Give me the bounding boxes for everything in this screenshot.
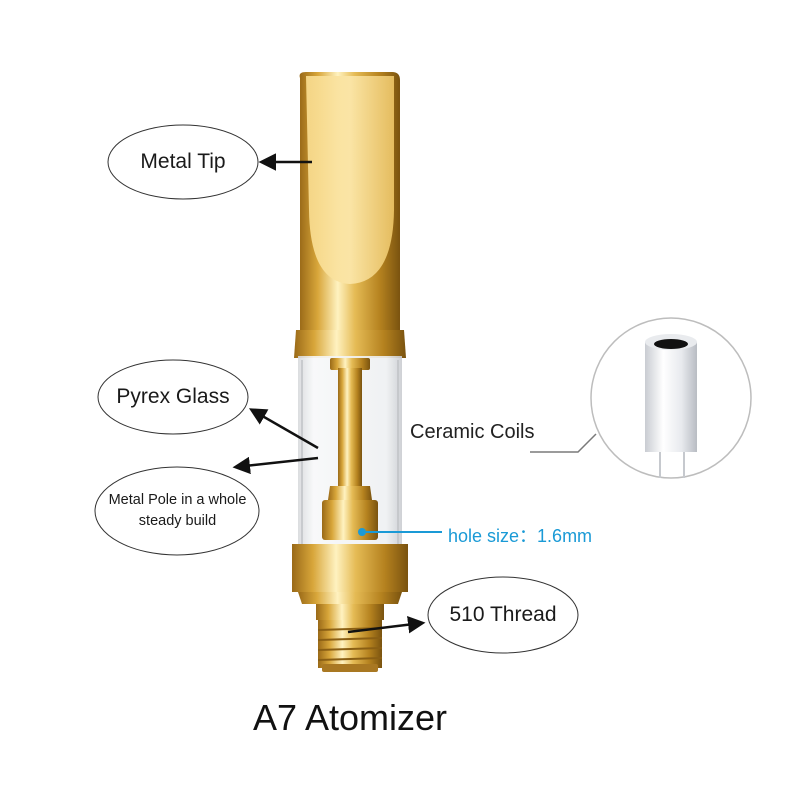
ceramic-coils-leader xyxy=(530,433,597,453)
pyrex-glass-arrow xyxy=(248,408,319,450)
ceramic-coils-label: Ceramic Coils xyxy=(410,421,535,443)
pyrex-glass-label: Pyrex Glass xyxy=(116,385,230,408)
hole-size-label: hole size：1.6mm xyxy=(448,526,593,546)
metal-tip-bubble xyxy=(107,124,259,200)
thread-label: 510 Thread xyxy=(449,603,557,626)
air-hole xyxy=(358,528,366,536)
tip-flat-face xyxy=(306,76,394,284)
ceramic-coil-inset xyxy=(530,317,752,479)
metal-tip-label: Metal Tip xyxy=(140,150,226,173)
metal-pole-arrow xyxy=(232,456,319,475)
thread-bubble xyxy=(427,576,579,654)
metal-pole xyxy=(322,358,378,540)
pyrex-glass-bubble xyxy=(97,359,249,435)
thread-part xyxy=(317,620,383,672)
thread-arrow xyxy=(347,616,426,634)
product-title: A7 Atomizer xyxy=(252,697,448,738)
tip-bottom-ring xyxy=(294,330,406,358)
base-part xyxy=(292,544,408,672)
metal-pole-bubble xyxy=(94,466,260,556)
metal-tip-part xyxy=(294,72,406,358)
metal-pole-label: Metal Pole in a whole steady build xyxy=(108,492,247,529)
